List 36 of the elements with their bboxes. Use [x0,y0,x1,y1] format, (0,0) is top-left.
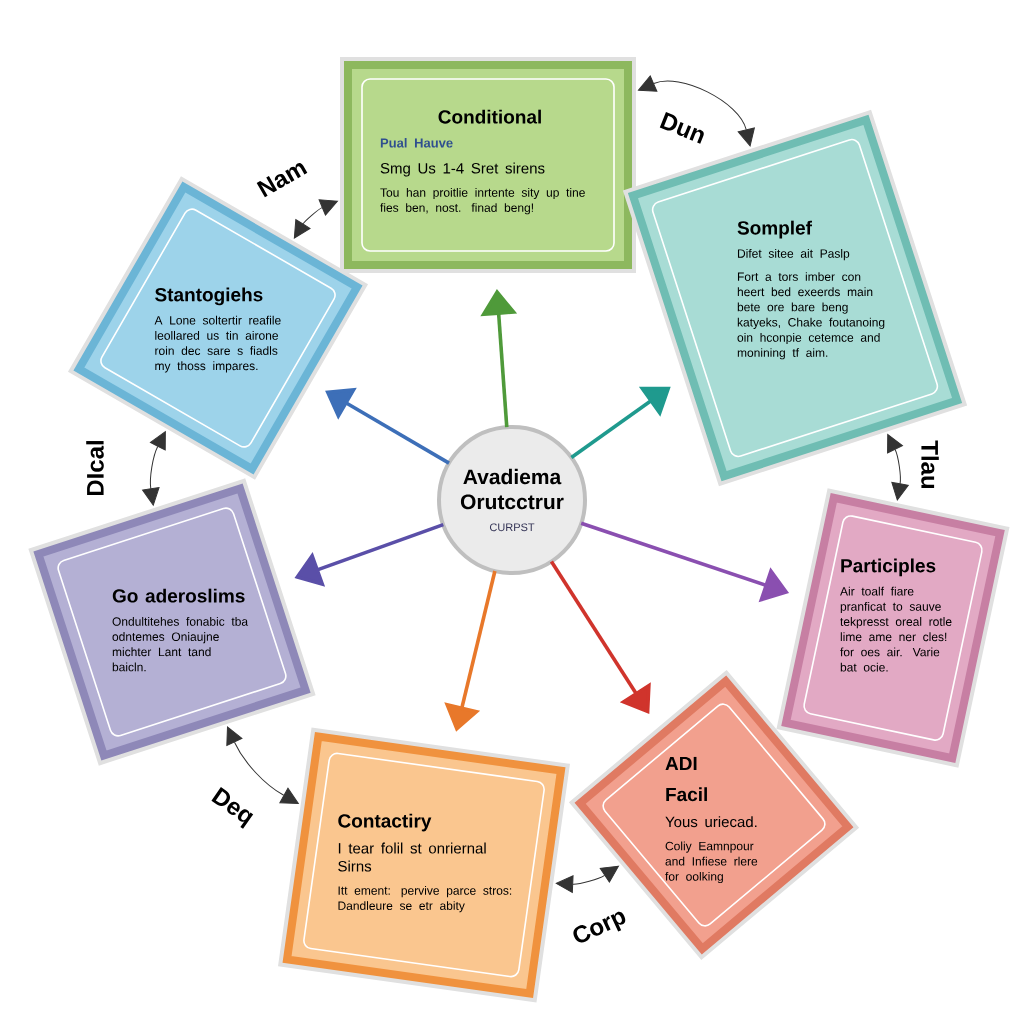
card-heading: Go aderoslims [112,588,245,603]
card-text: Difet sitee ait Paslp [738,248,850,261]
edge-label: Corp [567,903,633,953]
card-text: Tou han proitlie inrtente sity up tine fies ben, nost. finad beng! [380,187,585,215]
edge-label: Nam [252,155,312,201]
card-heading: Contactiry [338,813,432,832]
card-text: Smg Us 1-4 Sret sirens [380,162,545,177]
card-heading: Participles [841,558,936,577]
edge-label: Dun [655,108,711,148]
circle-title: Avadiema Orutcctrur [460,468,564,510]
card [278,727,570,1003]
edge-label: DIcal [84,437,106,499]
card-text: Yous uriecad. [665,816,757,828]
card-subheading: Pual Hauve [380,138,453,148]
card-heading: Facil [666,787,707,802]
card-text: Coliy Eamnpour and Infiese rlere for oolking [665,841,758,884]
card-heading: ADI [665,756,697,770]
card-heading: Conditional [438,109,541,124]
card-text: A Lone soltertir reafile leollared us tin airone roin dec sare s fiadls my thoss impares. [154,315,281,373]
hub-circle [437,425,587,575]
circle-subtitle: CURPST [489,523,535,532]
arrow [293,199,338,239]
card [340,57,636,273]
card-text: I tear folil st onriernal Sirns [338,842,486,872]
arrow [887,434,909,501]
card-text: Air toalf fiare pranficat to sauve tekpresst oreal rotle lime ame ner cles! for oes air. Varie bat ocie. [840,586,952,672]
arrow [555,865,619,893]
card-heading: Stantogiehs [155,287,263,306]
edge-label: Tlau [919,438,941,492]
arrow [638,75,755,147]
card-heading: Somplef [737,220,812,239]
card-text: Fort a tors imber con heert bed exeerds main bete ore bare beng katyeks, Chake foutanoing oin hconpie cetemce and monining tf aim. [737,272,885,360]
card-text: Ondultitehes fonabic tba odntemes Oniaujne michter Lant tand baicln. [112,616,249,672]
card-text: Itt ement: pervive parce stros: Dandleure se etr abity [338,885,512,913]
arrow [142,431,166,506]
arrow [226,726,299,804]
